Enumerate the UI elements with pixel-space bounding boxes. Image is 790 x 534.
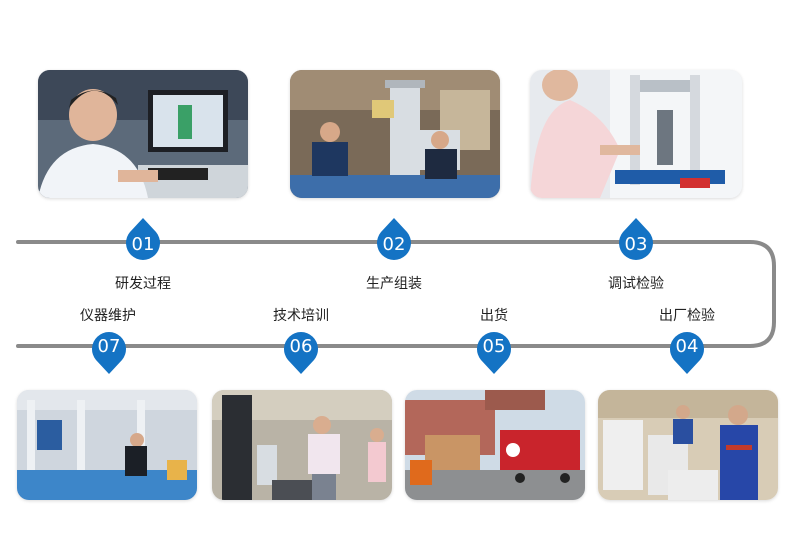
step-05-number: 05 (482, 336, 506, 357)
photo-rd-process (38, 70, 248, 198)
step-06-number: 06 (289, 336, 313, 357)
step-04-marker: 04 (667, 322, 707, 374)
step-02-label: 生产组装 (366, 276, 422, 292)
step-04-number: 04 (675, 336, 699, 357)
photo-technical-training (212, 390, 392, 500)
step-02-number: 02 (382, 234, 406, 255)
photo-instrument-maintenance (17, 390, 197, 500)
step-02-marker: 02 (374, 218, 414, 270)
step-03-marker: 03 (616, 218, 656, 270)
step-04-label: 出厂检验 (659, 308, 715, 324)
step-07-number: 07 (97, 336, 121, 357)
step-06-label: 技术培训 (273, 308, 329, 324)
step-05-marker: 05 (474, 322, 514, 374)
step-03-label: 调试检验 (608, 276, 664, 292)
photo-production-assembly (290, 70, 500, 198)
step-01-label: 研发过程 (115, 276, 171, 292)
step-06-marker: 06 (281, 322, 321, 374)
step-01-marker: 01 (123, 218, 163, 270)
photo-shipment (405, 390, 585, 500)
step-01-number: 01 (131, 234, 155, 255)
step-05-label: 出货 (480, 308, 508, 324)
step-07-label: 仪器维护 (80, 308, 136, 324)
step-07-marker: 07 (89, 322, 129, 374)
step-03-number: 03 (624, 234, 648, 255)
photo-factory-inspection (598, 390, 778, 500)
photo-debug-inspection (530, 70, 742, 198)
